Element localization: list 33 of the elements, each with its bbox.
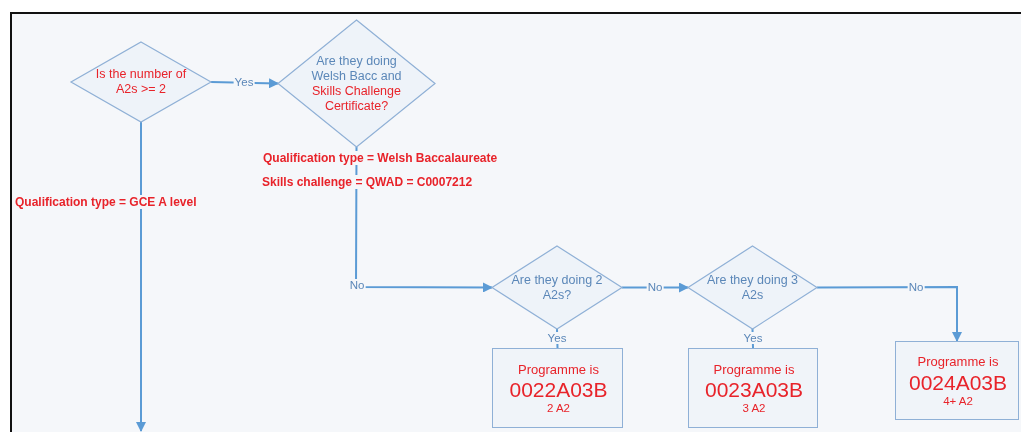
annotation-text: Skills challenge = QWAD = C0007212 xyxy=(261,175,474,189)
box-text: 3 A2 xyxy=(742,402,766,417)
edge-label: No xyxy=(907,281,925,293)
connector-arrow xyxy=(355,146,493,293)
annotation-text: Qualification type = Welsh Baccalaureate xyxy=(262,151,499,165)
question-text: Is the number of A2s >= 2 xyxy=(94,67,188,97)
box-text: 4+ A2 xyxy=(943,395,973,409)
decision-diamond xyxy=(278,20,435,147)
question-text: Skills Challenge Certificate? xyxy=(311,83,402,114)
process-box xyxy=(492,348,623,428)
question-text: Are they doing Welsh Bacc and xyxy=(310,53,403,84)
programme-code: 0022A03B xyxy=(509,377,608,403)
edge-label: Yes xyxy=(233,76,255,88)
decision-diamond xyxy=(492,246,622,329)
connector-arrow xyxy=(816,286,962,342)
edge-label: Yes xyxy=(546,332,568,344)
annotation-text: Qualification type = GCE A level xyxy=(14,195,198,209)
box-text: Programme is xyxy=(518,361,599,378)
programme-code: 0024A03B xyxy=(908,369,1008,395)
decision-diamond xyxy=(71,42,211,122)
box-text: Programme is xyxy=(713,361,795,378)
process-box xyxy=(688,348,818,428)
edge-label: Yes xyxy=(742,332,764,344)
process-box xyxy=(895,341,1019,420)
box-text: Programme is xyxy=(917,354,999,370)
connector-arrow xyxy=(136,121,146,432)
question-text: Are they doing 3 A2s xyxy=(705,272,799,303)
box-text: 2 A2 xyxy=(547,402,570,417)
decision-diamond xyxy=(688,246,817,329)
question-text: Are they doing 2 A2s? xyxy=(510,272,604,303)
programme-code: 0023A03B xyxy=(704,377,804,403)
edge-label: No xyxy=(348,279,366,291)
edge-label: No xyxy=(646,281,664,293)
